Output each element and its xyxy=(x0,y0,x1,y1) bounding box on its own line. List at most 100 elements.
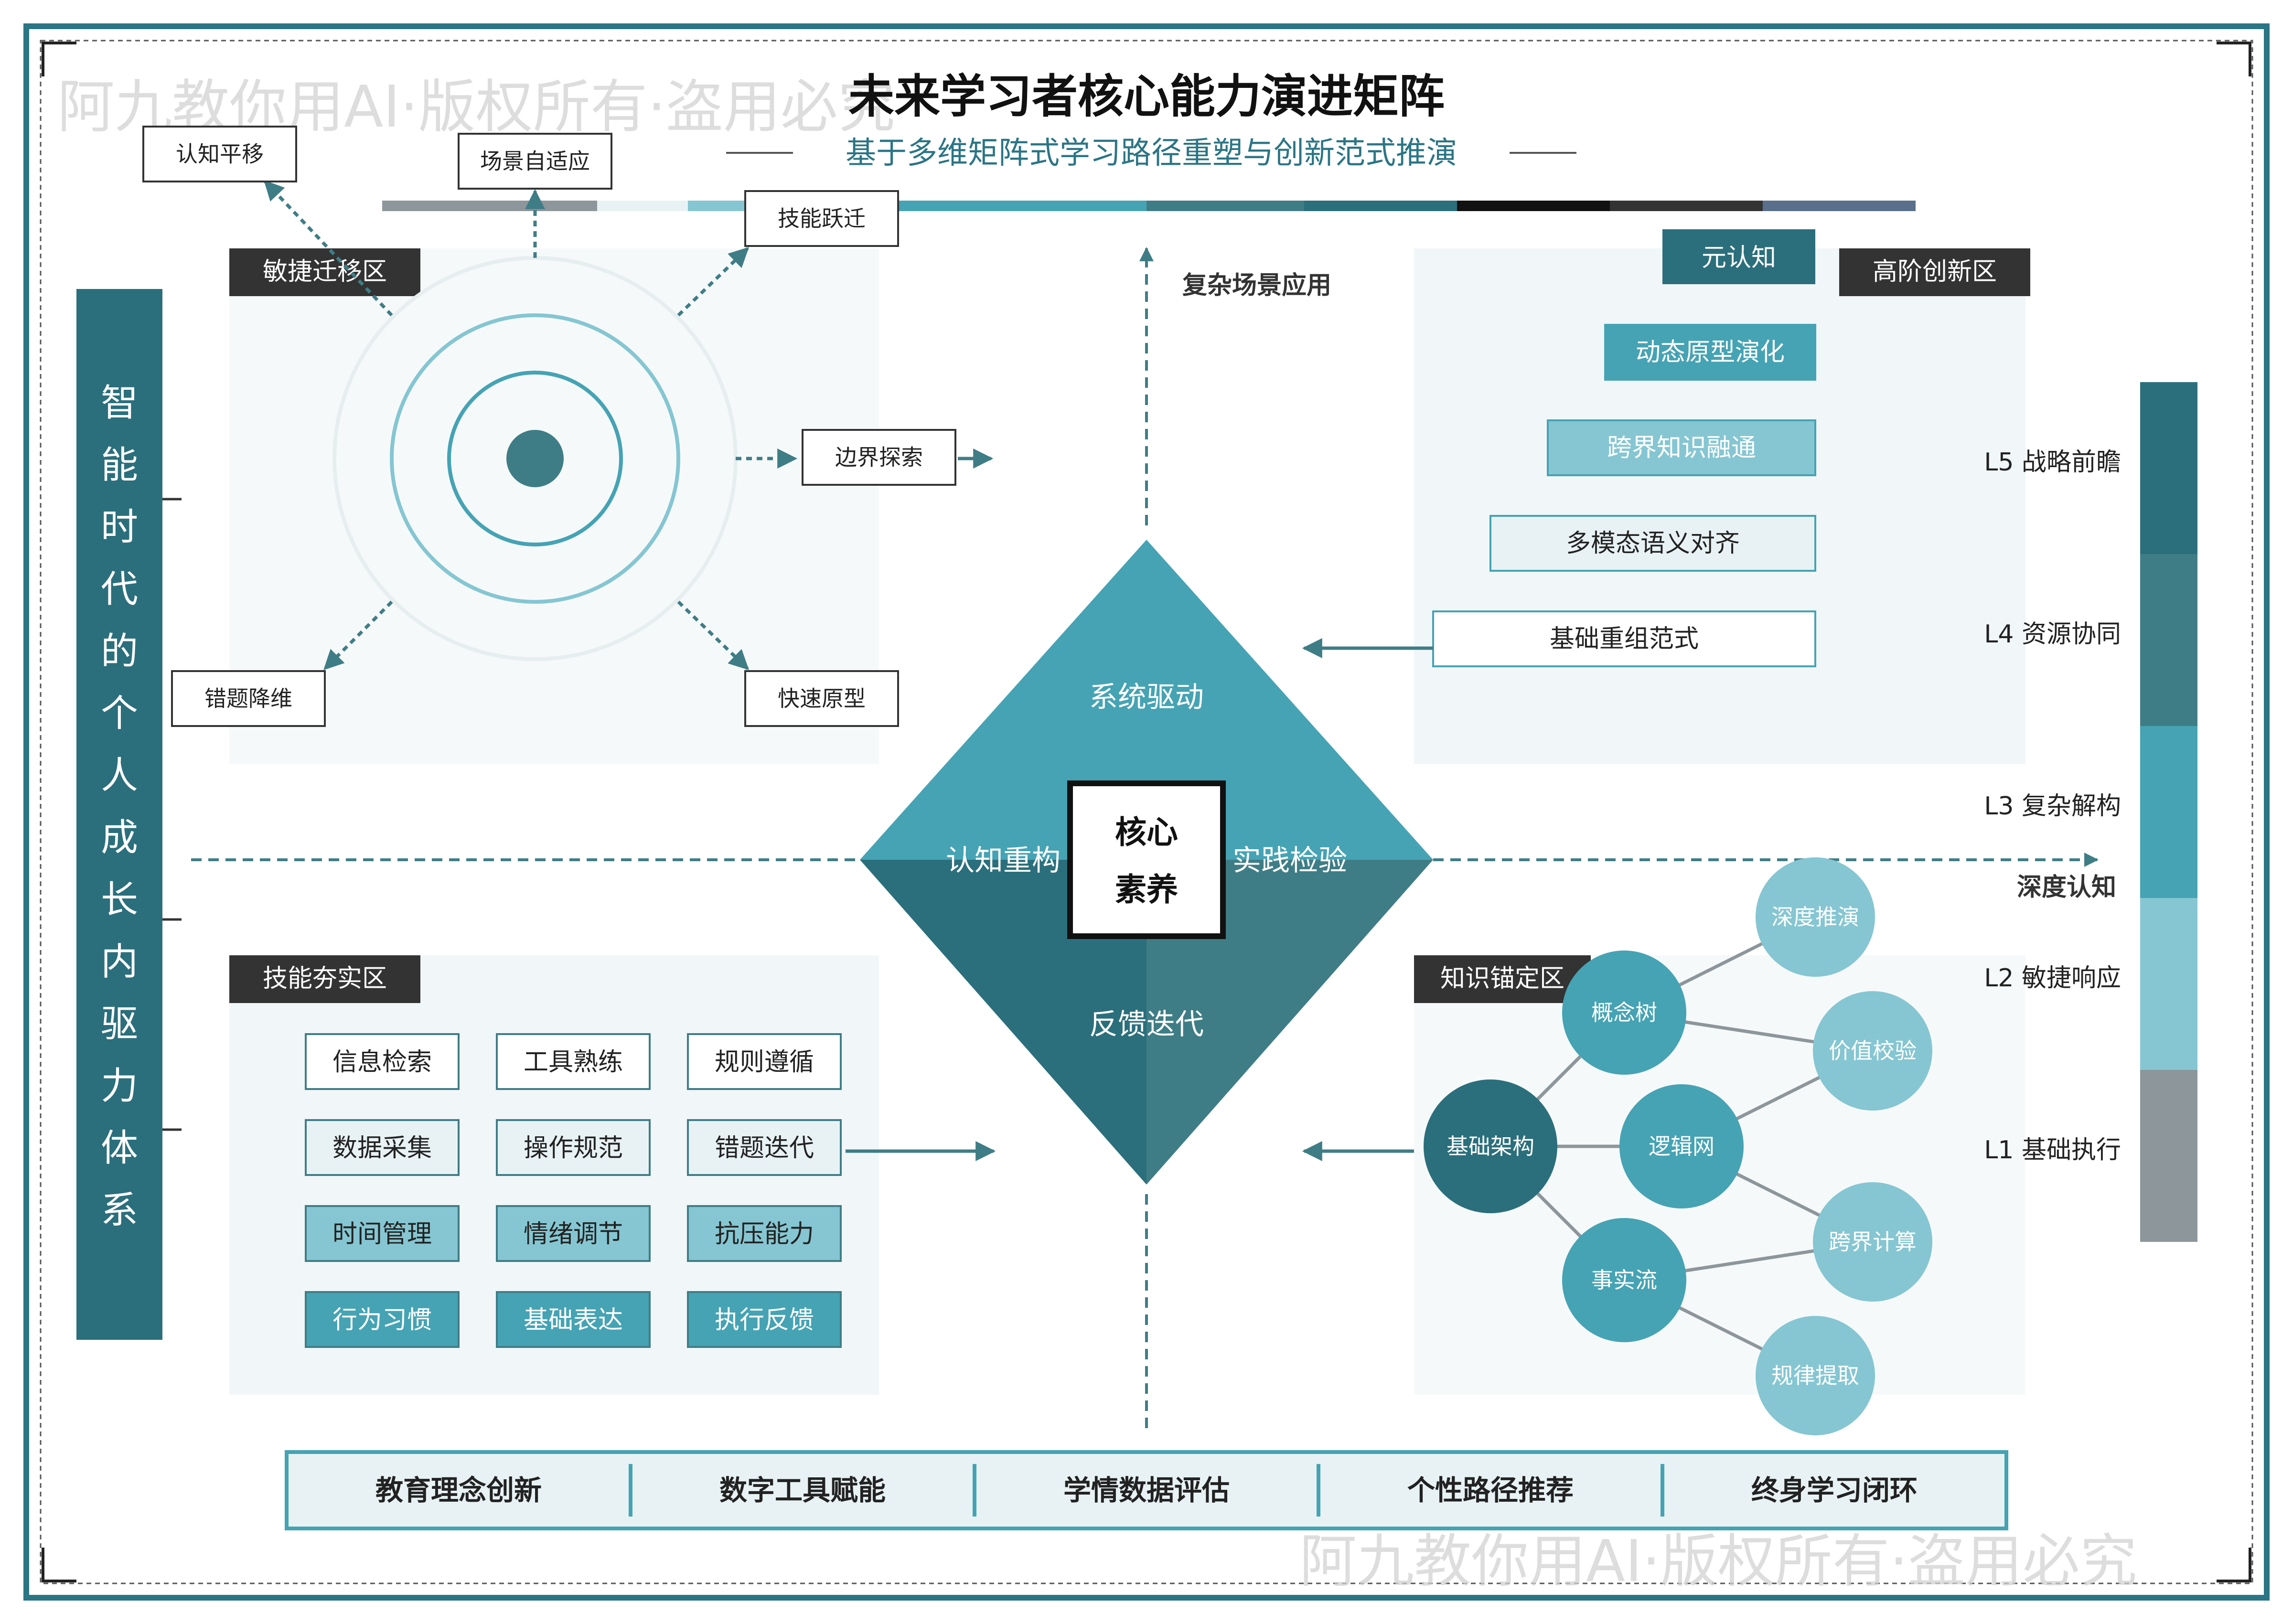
skill-box xyxy=(496,1033,651,1090)
skill-label: 数据采集 xyxy=(332,1134,432,1163)
watermark-bottom: 阿九教你用AI·版权所有·盗用必究 xyxy=(1299,1528,2137,1595)
bottom-bar-label: 学情数据评估 xyxy=(1063,1474,1230,1506)
knowledge-node-circle xyxy=(1424,1079,1557,1213)
agile-node-box xyxy=(142,126,297,182)
level-label: L3 复杂解构 xyxy=(1984,792,2121,821)
level-label: L1 基础执行 xyxy=(1984,1136,2121,1165)
agile-node-label: 边界探索 xyxy=(835,445,923,470)
knowledge-node-circle xyxy=(1813,991,1932,1111)
skill-label: 情绪调节 xyxy=(524,1220,623,1249)
skill-box xyxy=(305,1119,460,1176)
innovation-step-box xyxy=(1432,610,1816,667)
agile-node-box xyxy=(802,429,956,486)
innovation-step-label: 动态原型演化 xyxy=(1636,338,1785,367)
core-label-line1: 核心 xyxy=(1115,814,1178,851)
level-label: L5 战略前瞻 xyxy=(1984,448,2121,477)
side-title-char: 长 xyxy=(101,878,138,921)
innovation-step-label: 跨界知识融通 xyxy=(1607,434,1756,462)
svg-text:高阶创新区: 高阶创新区 xyxy=(1873,257,1997,286)
svg-text:敏捷迁移区: 敏捷迁移区 xyxy=(263,257,387,286)
skill-box xyxy=(496,1119,651,1176)
page-subtitle: 基于多维矩阵式学习路径重塑与创新范式推演 xyxy=(846,136,1457,171)
core-box xyxy=(1067,780,1226,939)
skill-box xyxy=(305,1205,460,1262)
diamond-right-label: 实践检验 xyxy=(1232,844,1347,877)
side-title-char: 的 xyxy=(101,630,138,673)
skill-box xyxy=(496,1205,651,1262)
side-title-char: 个 xyxy=(101,692,138,735)
knowledge-node-label: 逻辑网 xyxy=(1649,1133,1714,1159)
knowledge-node-circle xyxy=(1562,951,1686,1075)
svg-text:技能夯实区: 技能夯实区 xyxy=(263,964,387,993)
bottom-bar-label: 终身学习闭环 xyxy=(1751,1474,1918,1506)
knowledge-node-circle xyxy=(1813,1182,1932,1302)
agile-node-box xyxy=(744,190,899,247)
innovation-step-box xyxy=(1547,419,1816,476)
core-diamond: 系统驱动 认知重构 实践检验 反馈迭代 核心 素养 xyxy=(860,540,1433,1185)
side-title-char: 能 xyxy=(101,444,138,487)
agile-arrow xyxy=(323,600,393,670)
agile-node-label: 错题降维 xyxy=(204,686,292,712)
skill-label: 规则遵循 xyxy=(715,1048,814,1077)
side-title-char: 智 xyxy=(101,382,138,425)
skill-label: 操作规范 xyxy=(524,1134,623,1163)
knowledge-node-label: 基础架构 xyxy=(1447,1133,1534,1159)
skill-label: 工具熟练 xyxy=(524,1048,623,1077)
knowledge-node-label: 规律提取 xyxy=(1771,1363,1859,1389)
level-label: L2 敏捷响应 xyxy=(1984,964,2121,993)
side-title-char: 力 xyxy=(101,1065,138,1108)
bottom-bar xyxy=(285,1450,2008,1530)
page-title: 未来学习者核心能力演进矩阵 xyxy=(848,70,1445,123)
agile-node-box xyxy=(458,133,612,190)
knowledge-node-label: 概念树 xyxy=(1591,1000,1657,1026)
agile-node-label: 认知平移 xyxy=(176,141,264,167)
bottom-bar-label: 数字工具赋能 xyxy=(719,1474,886,1506)
skill-label: 基础表达 xyxy=(524,1306,623,1335)
skill-box xyxy=(305,1033,460,1090)
innovation-step-box xyxy=(1604,324,1816,381)
knowledge-node-circle xyxy=(1756,1316,1875,1435)
knowledge-node-label: 事实流 xyxy=(1591,1267,1657,1293)
corner-marks xyxy=(42,42,2251,1582)
axis-label-right: 深度认知 xyxy=(2017,873,2116,902)
agile-arrow xyxy=(677,247,750,317)
skill-box xyxy=(687,1205,842,1262)
axis-lines xyxy=(191,247,2099,1433)
outer-frame xyxy=(23,23,2270,1601)
skill-label: 行为习惯 xyxy=(332,1306,432,1335)
skill-grid: 信息检索工具熟练规则遵循数据采集操作规范错题迭代时间管理情绪调节抗压能力行为习惯… xyxy=(305,1033,842,1348)
skill-label: 抗压能力 xyxy=(715,1220,814,1249)
inner-dashed-frame xyxy=(40,40,2253,1584)
side-title-char: 代 xyxy=(101,568,138,611)
side-title-char: 成 xyxy=(101,816,138,859)
knowledge-node-circle xyxy=(1756,857,1875,977)
meta-cognition-tag: 元认知 xyxy=(1662,229,1815,284)
bottom-bar-cells: 教育理念创新数字工具赋能学情数据评估个性路径推荐终身学习闭环 xyxy=(375,1464,1918,1517)
side-title-char: 驱 xyxy=(101,1003,138,1046)
skill-label: 时间管理 xyxy=(332,1220,432,1249)
agile-node-label: 快速原型 xyxy=(778,686,866,712)
skill-box xyxy=(687,1119,842,1176)
zone-tag-anchor: 知识锚定区 xyxy=(1414,955,1591,1003)
diamond-left-label: 认知重构 xyxy=(946,844,1061,877)
innovation-step-label: 多模态语义对齐 xyxy=(1566,529,1740,558)
axis-label-up: 复杂场景应用 xyxy=(1182,271,1331,300)
zone-tag-innovation: 高阶创新区 xyxy=(1839,248,2030,296)
diamond-bottom-label: 反馈迭代 xyxy=(1089,1008,1204,1041)
skill-box xyxy=(496,1291,651,1348)
skill-label: 执行反馈 xyxy=(715,1306,814,1335)
core-label-line2: 素养 xyxy=(1115,871,1178,908)
side-title-char: 时 xyxy=(101,506,138,549)
agile-arrow xyxy=(677,600,750,670)
agile-node-label: 技能跃迁 xyxy=(778,206,866,232)
agile-node-label: 场景自适应 xyxy=(480,149,590,174)
side-title-char: 体 xyxy=(101,1127,138,1170)
bottom-bar-label: 教育理念创新 xyxy=(375,1474,542,1506)
innovation-step-label: 基础重组范式 xyxy=(1550,625,1699,653)
diamond-top-label: 系统驱动 xyxy=(1089,681,1204,714)
